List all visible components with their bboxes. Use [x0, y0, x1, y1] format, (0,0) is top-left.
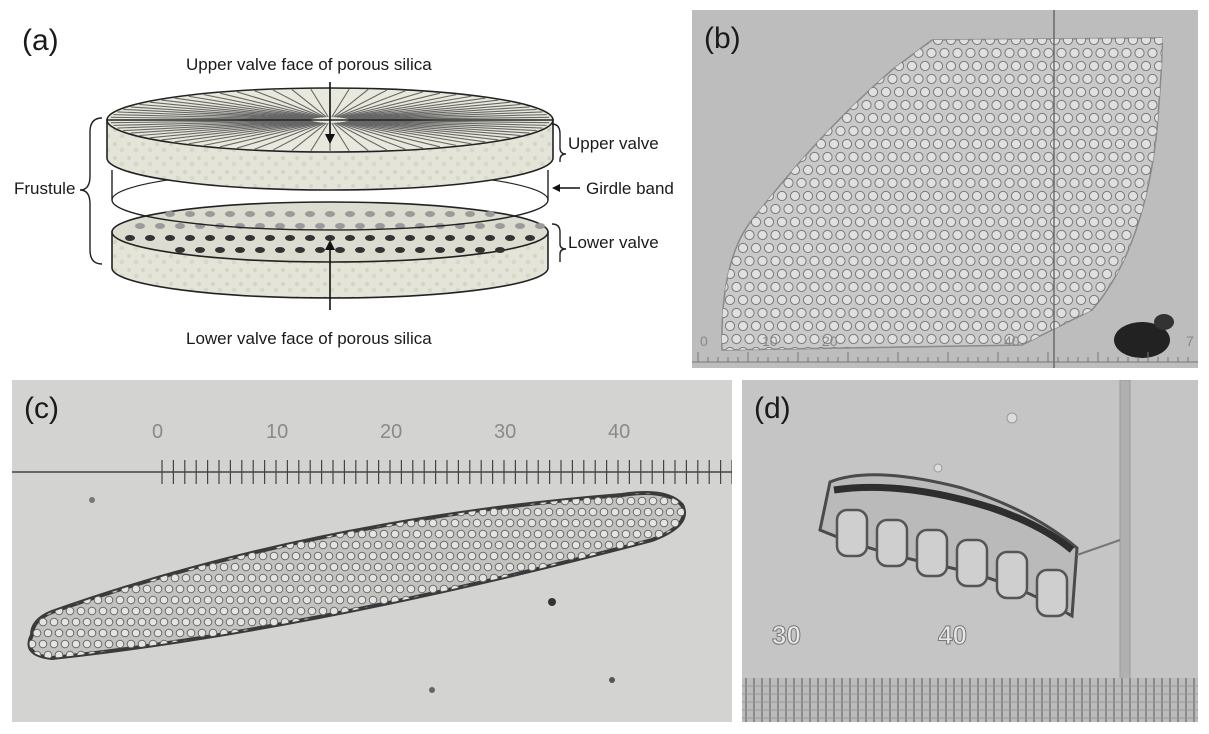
panel-c-scale-ticks [161, 460, 732, 484]
d-tick-40: 40 [938, 620, 967, 650]
upper-valve-face-caption: Upper valve face of porous silica [186, 55, 432, 74]
c-tick-20: 20 [380, 421, 402, 443]
frustule-diagram [79, 82, 580, 310]
frustule-chambers [835, 508, 1069, 618]
elongated-valve-image: 0 10 20 30 40 [12, 421, 732, 693]
b-tick-20: 20 [822, 333, 838, 349]
panel-b-scale-ticks [697, 352, 1189, 362]
c-tick-30: 30 [494, 421, 516, 443]
panel-d-scale-ticks [742, 678, 1198, 722]
panel-a-label: (a) [22, 24, 59, 57]
lower-valve-face-caption: Lower valve face of porous silica [186, 329, 432, 348]
panel-c-micrograph: 0 10 20 30 40 (c) [12, 380, 732, 722]
panel-b-label: (b) [704, 22, 741, 55]
b-tick-10: 10 [762, 333, 778, 349]
girdle-band-label: Girdle band [586, 179, 674, 198]
frustule-label: Frustule [14, 179, 76, 198]
panel-a-diagram: (a) Upper valve face of porous silica Lo… [0, 0, 690, 370]
lower-valve-pores [125, 211, 545, 253]
c-tick-0: 0 [152, 421, 163, 443]
panel-d-label: (d) [754, 392, 791, 425]
upper-valve-label: Upper valve [568, 134, 659, 153]
c-tick-40: 40 [608, 421, 630, 443]
b-tick-40: 40 [1004, 333, 1020, 349]
d-tick-30: 30 [772, 620, 801, 650]
frustule-brace [79, 117, 103, 265]
panel-c-label: (c) [24, 392, 59, 425]
c-tick-10: 10 [266, 421, 288, 443]
valve-fragment-image: 0 10 20 40 7 [692, 10, 1198, 368]
girdle-view-image: 30 40 [742, 380, 1198, 722]
lower-valve-brace [551, 223, 567, 262]
panel-b-micrograph: 0 10 20 40 7 (b) [692, 10, 1198, 368]
upper-valve-brace [551, 123, 567, 162]
b-tick-0: 0 [700, 333, 708, 349]
panel-d-micrograph: 30 40 (d) [742, 380, 1198, 722]
girdle-band [111, 170, 549, 231]
lower-valve-label: Lower valve [568, 233, 659, 252]
b-tick-7: 7 [1186, 333, 1194, 349]
